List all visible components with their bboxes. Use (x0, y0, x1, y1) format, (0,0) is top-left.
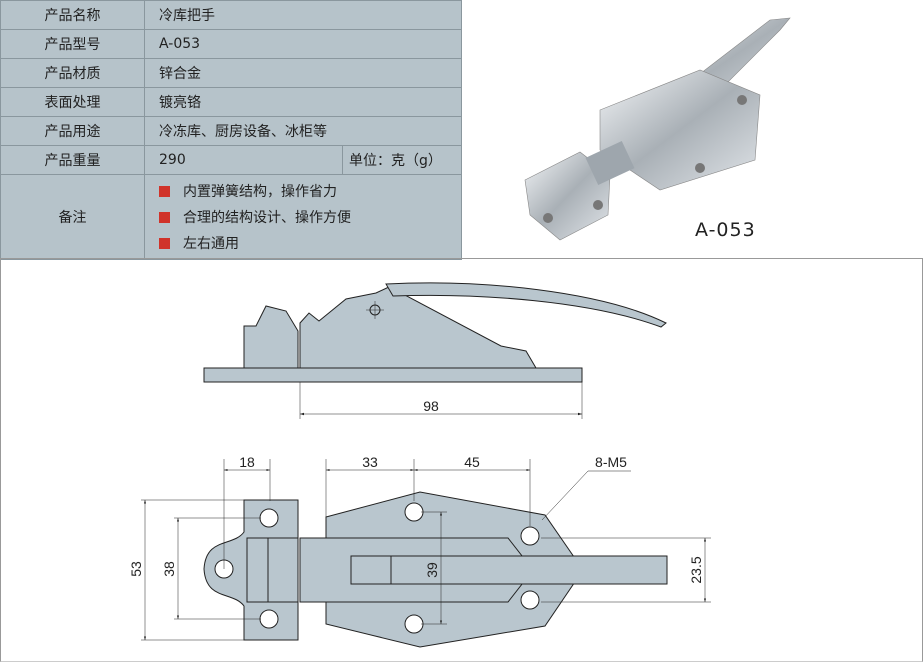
row-value: 290 (144, 145, 343, 175)
dim-53: 53 (128, 561, 144, 577)
product-photo (524, 17, 791, 241)
dim-23-5: 23.5 (688, 556, 704, 583)
row-value: 锌合金 (144, 58, 462, 88)
thread-spec-8-m5: 8-M5 (595, 454, 627, 470)
technical-drawing: 98 18 33 45 8-M5 53 (0, 258, 923, 662)
photo-model-label: A-053 (695, 219, 756, 241)
dim-33: 33 (362, 454, 378, 470)
note-item: 内置弹簧结构，操作省力 (159, 178, 461, 204)
note-item: 左右通用 (159, 230, 461, 256)
row-value: 冷库把手 (144, 0, 462, 30)
row-value: 镀亮铬 (144, 87, 462, 117)
row-value: 冷冻库、厨房设备、冰柜等 (144, 116, 462, 146)
notes-label: 备注 (0, 174, 145, 260)
side-view (203, 282, 667, 419)
notes-cell: 内置弹簧结构，操作省力 合理的结构设计、操作方便 左右通用 (144, 174, 462, 260)
unit-cell: 单位：克（g） (342, 145, 462, 175)
dim-18: 18 (239, 454, 255, 470)
row-label: 表面处理 (0, 87, 145, 117)
table-row: 表面处理镀亮铬 (0, 87, 462, 117)
row-value: A-053 (144, 29, 462, 59)
dim-38: 38 (161, 561, 177, 577)
table-row: 产品名称冷库把手 (0, 0, 462, 30)
top-view (141, 459, 711, 648)
row-label: 产品名称 (0, 0, 145, 30)
row-label: 产品重量 (0, 145, 145, 175)
bullet-square-icon (159, 237, 170, 249)
dim-45: 45 (464, 454, 480, 470)
note-item: 合理的结构设计、操作方便 (159, 204, 461, 230)
row-label: 产品用途 (0, 116, 145, 146)
row-label: 产品材质 (0, 58, 145, 88)
table-row: 产品用途冷冻库、厨房设备、冰柜等 (0, 116, 462, 146)
row-label: 产品型号 (0, 29, 145, 59)
dim-98: 98 (423, 398, 439, 414)
dim-39: 39 (424, 562, 440, 578)
bullet-square-icon (159, 211, 170, 223)
bullet-square-icon (159, 185, 170, 197)
table-row: 备注 内置弹簧结构，操作省力 合理的结构设计、操作方便 左右通用 (0, 174, 462, 260)
table-row: 产品材质锌合金 (0, 58, 462, 88)
